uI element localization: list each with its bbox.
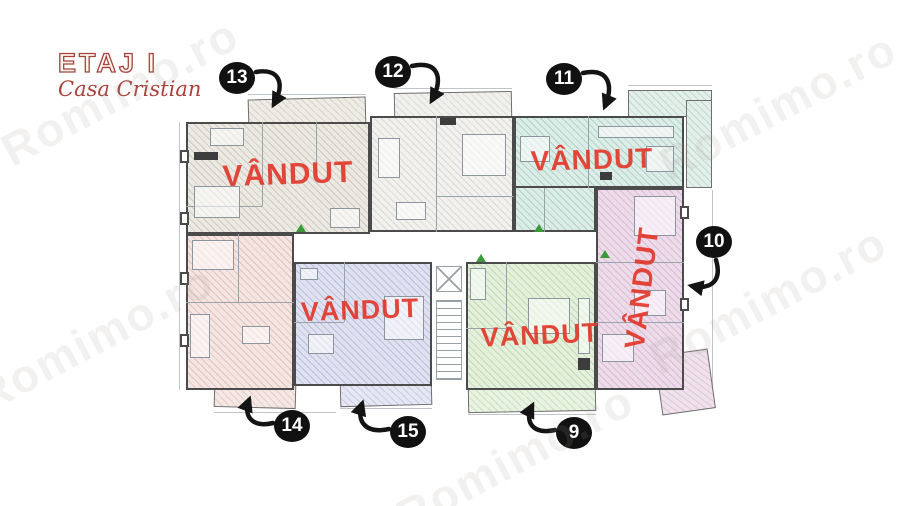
furniture [330, 208, 360, 228]
entry-marker [296, 224, 306, 232]
unit-badge-12: 12 [375, 56, 411, 88]
furniture [634, 290, 666, 316]
kitchen-appliance [440, 118, 456, 125]
furniture [190, 314, 210, 358]
furniture [192, 240, 234, 270]
sold-overlay-apartment-11: VÂNDUT [530, 142, 654, 177]
elevator [436, 266, 462, 292]
pillar [680, 298, 689, 311]
kitchen-appliance [578, 358, 590, 370]
pillar [180, 150, 189, 163]
entry-marker [476, 254, 486, 262]
dimension-line [628, 85, 712, 86]
dimension-line [214, 412, 336, 413]
pillar [180, 272, 189, 285]
furniture [470, 268, 486, 300]
balcony-apartment-11 [686, 100, 712, 188]
furniture [602, 334, 634, 362]
apartment-11 [514, 188, 596, 232]
unit-badge-15: 15 [390, 416, 426, 448]
furniture [646, 146, 674, 172]
arrow-to-apartment-11 [580, 69, 617, 111]
dimension-line [712, 190, 713, 400]
sold-overlay-apartment-9: VÂNDUT [480, 317, 600, 353]
furniture [242, 326, 270, 344]
entry-marker [534, 224, 544, 232]
arrow-to-apartment-10 [687, 257, 720, 297]
floor-title: ETAJ I [57, 48, 159, 78]
interior-wall [344, 262, 345, 322]
interior-wall [262, 122, 263, 206]
sold-overlay-apartment-15: VÂNDUT [300, 292, 420, 328]
furniture [520, 136, 550, 162]
sold-overlay-apartment-13: VÂNDUT [221, 155, 355, 194]
interior-wall [294, 322, 344, 323]
furniture [300, 268, 318, 280]
dimension-line [248, 94, 366, 95]
interior-wall [588, 116, 589, 188]
kitchen-appliance [194, 152, 218, 160]
unit-badge-14: 14 [274, 410, 310, 442]
dimension-line [340, 408, 432, 409]
staircase [436, 300, 462, 380]
unit-badge-13: 13 [219, 62, 255, 94]
brand-logo: ETAJ I Casa Cristian [57, 48, 202, 101]
pillar [680, 206, 689, 219]
furniture [634, 196, 676, 236]
furniture [378, 138, 400, 178]
interior-wall [506, 262, 507, 328]
brand-name: Casa Cristian [58, 77, 202, 101]
interior-wall [316, 122, 317, 174]
interior-wall [544, 188, 545, 232]
furniture [210, 128, 244, 146]
interior-wall [186, 302, 294, 303]
furniture [396, 202, 426, 220]
furniture [462, 134, 506, 176]
dimension-line [394, 88, 512, 89]
furniture [528, 298, 570, 334]
furniture [598, 126, 674, 138]
unit-badge-11: 11 [546, 63, 582, 95]
interior-wall [436, 116, 437, 232]
interior-wall [466, 328, 506, 329]
furniture [578, 298, 590, 354]
interior-wall [596, 322, 684, 323]
dimension-line [468, 414, 596, 415]
entry-marker [600, 250, 610, 258]
interior-wall [436, 196, 514, 197]
unit-badge-9: 9 [556, 417, 592, 449]
unit-badge-10: 10 [696, 226, 732, 258]
dimension-line [179, 122, 180, 390]
interior-wall [238, 234, 239, 302]
furniture [384, 296, 424, 340]
kitchen-appliance [600, 172, 612, 180]
pillar [180, 334, 189, 347]
furniture [194, 186, 240, 218]
furniture [308, 334, 334, 354]
interior-wall [596, 262, 684, 263]
pillar [180, 212, 189, 225]
